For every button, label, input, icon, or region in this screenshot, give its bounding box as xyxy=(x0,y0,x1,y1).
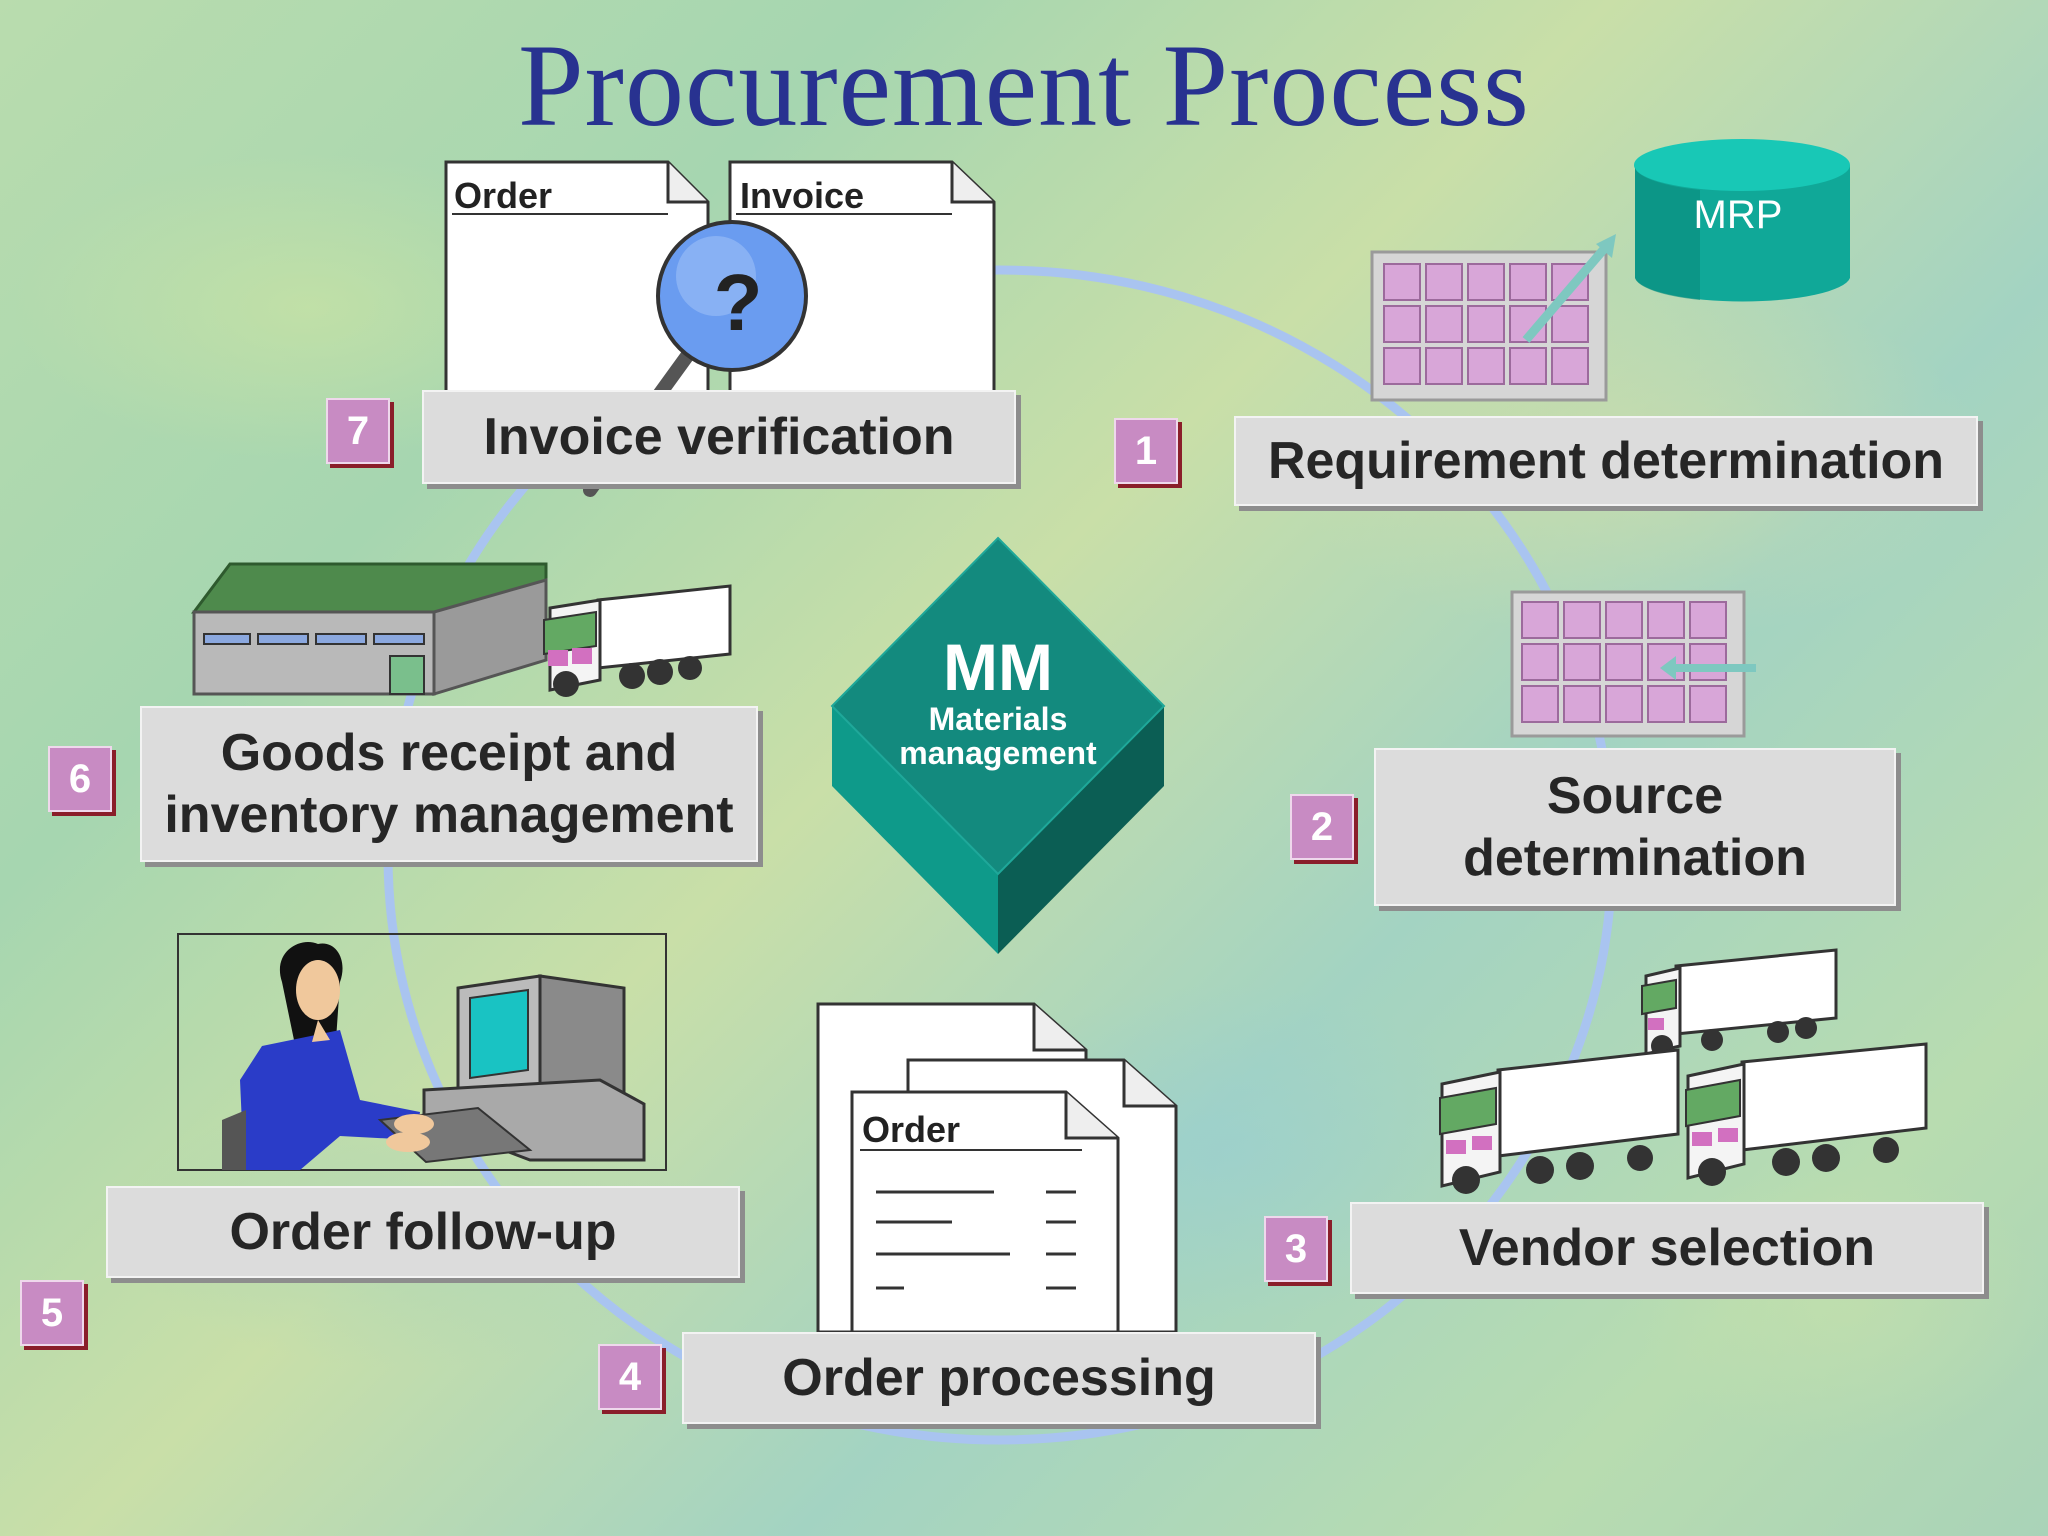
step-2-badge: 2 xyxy=(1290,794,1354,860)
invoice-doc-label: Invoice xyxy=(740,175,864,216)
step-4-badge: 4 xyxy=(598,1344,662,1410)
step-2-label-line2: determination xyxy=(1463,829,1807,887)
invoice-documents-icon: Order Invoice ? xyxy=(444,160,996,497)
materials-management-diamond: MM Materials management xyxy=(830,536,1166,954)
page-title: Procurement Process xyxy=(518,20,1530,151)
step-2-label-line1: Source xyxy=(1546,766,1724,825)
step-7-badge: 7 xyxy=(326,398,390,464)
step-3-badge: 3 xyxy=(1264,1216,1328,1282)
order-stack-label: Order xyxy=(862,1109,960,1150)
mrp-label: MRP xyxy=(1694,193,1783,237)
delivery-truck-icon xyxy=(543,584,732,697)
warehouse-icon xyxy=(191,562,548,697)
step-1-badge: 1 xyxy=(1114,418,1178,484)
step-6-label: Goods receipt and inventory management xyxy=(140,706,758,862)
mm-abbr: MM xyxy=(943,630,1053,704)
requirement-grid-icon xyxy=(1370,234,1616,402)
step-3-label: Vendor selection xyxy=(1350,1202,1984,1294)
step-6-label-line2: inventory management xyxy=(164,786,734,844)
step-4-label: Order processing xyxy=(682,1332,1316,1424)
mrp-database-icon: MRP xyxy=(1634,139,1850,302)
order-documents-icon: Order xyxy=(816,1002,1178,1334)
question-mark: ? xyxy=(714,258,763,347)
step-5-label: Order follow-up xyxy=(106,1186,740,1278)
order-follow-up-illustration xyxy=(177,933,667,1171)
mm-line2: management xyxy=(899,735,1097,771)
truck-left xyxy=(1439,1048,1680,1194)
step-1-label: Requirement determination xyxy=(1234,416,1978,506)
source-grid-icon xyxy=(1510,590,1756,738)
step-5-badge: 5 xyxy=(20,1280,84,1346)
step-2-label: Source determination xyxy=(1374,748,1896,906)
truck-right xyxy=(1685,1042,1928,1186)
truck-top xyxy=(1641,948,1838,1057)
vendor-trucks-icon xyxy=(1439,948,1928,1194)
order-doc-label: Order xyxy=(454,175,552,216)
step-7-label: Invoice verification xyxy=(422,390,1016,484)
step-6-number: 6 xyxy=(68,756,92,801)
mm-line1: Materials xyxy=(929,701,1068,737)
step-6-label-line1: Goods receipt and xyxy=(220,723,678,782)
step-6-badge: 6 xyxy=(48,746,112,812)
